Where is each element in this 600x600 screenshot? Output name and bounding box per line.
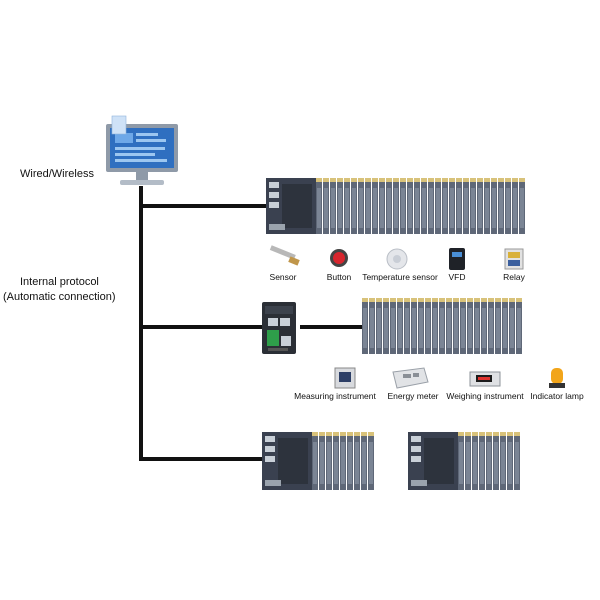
relay-icon [504,248,524,270]
protocol-label-line1: Internal protocol [20,276,99,288]
plc-io-rack-4 [408,432,520,490]
vfd-icon [449,248,465,270]
device-label-temperature-sensor: Temperature sensor [362,272,438,282]
push-button-icon [330,249,348,267]
energy-meter-icon [392,367,429,389]
wired-wireless-label: Wired/Wireless [20,168,94,180]
plc-io-rack-2 [362,298,522,354]
device-label-indicator-lamp: Indicator lamp [530,391,584,401]
device-label-energy-meter: Energy meter [387,391,439,401]
gateway-module-icon [262,302,296,354]
plc-io-rack-3 [262,432,374,490]
device-label-measuring-instrument: Measuring instrument [294,391,376,401]
proximity-sensor-icon [269,245,300,266]
plc-io-rack-1 [266,178,525,234]
temperature-sensor-icon [386,248,408,270]
weighing-instrument-icon [469,371,501,387]
device-label-vfd: VFD [448,272,466,282]
device-label-sensor: Sensor [269,272,297,282]
computer-monitor-icon [106,115,178,185]
device-label-button: Button [326,272,352,282]
indicator-lamp-icon [549,368,565,388]
measuring-instrument-icon [334,367,356,389]
cable-network [139,186,362,461]
device-label-relay: Relay [503,272,525,282]
device-label-weighing-instrument: Weighing instrument [446,391,524,401]
protocol-label-line2: (Automatic connection) [3,291,116,303]
